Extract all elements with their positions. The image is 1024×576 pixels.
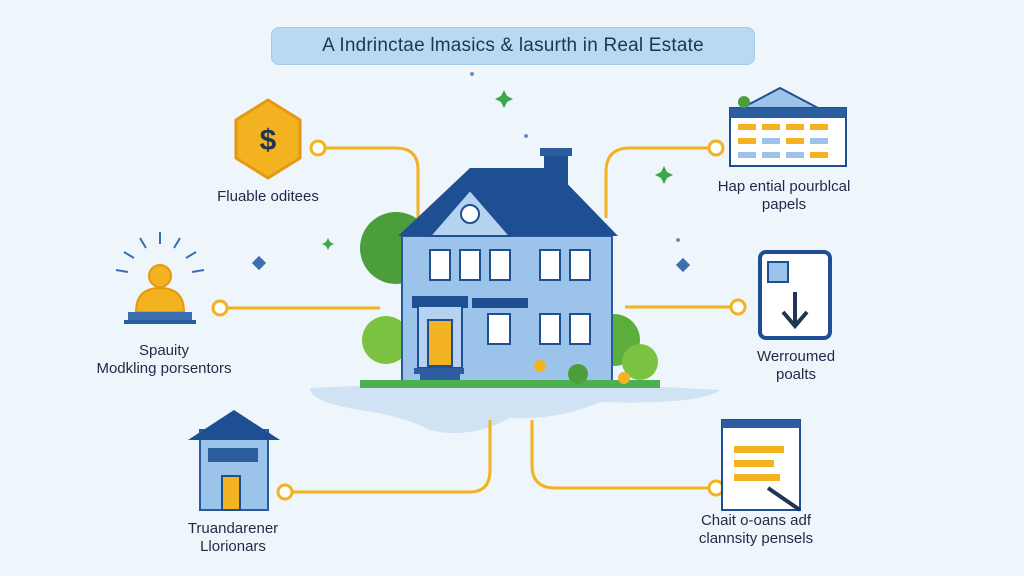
coin-lamp-icon bbox=[115, 232, 205, 324]
svg-text:$: $ bbox=[260, 124, 277, 157]
label-bottom-left: Truandarener Llorionars bbox=[168, 520, 298, 556]
label-line: Truandarener bbox=[187, 520, 279, 537]
label-top-left: Fluable oditees bbox=[196, 188, 340, 206]
ground-shadow bbox=[310, 383, 720, 434]
sparkle-icons bbox=[251, 72, 691, 273]
label-line: Chait o-oans adf bbox=[700, 512, 812, 529]
label-top-right: Hap ential pourblcal papels bbox=[700, 178, 868, 214]
building-calendar-icon bbox=[729, 86, 847, 167]
label-mid-left: Spauity Modkling porsentors bbox=[80, 342, 248, 378]
label-line: Hap ential pourblcal bbox=[717, 178, 851, 195]
label-line: poalts bbox=[775, 366, 817, 383]
document-pen-icon bbox=[721, 419, 802, 512]
label-line: Werroumed bbox=[756, 348, 836, 365]
label-line: papels bbox=[761, 196, 807, 213]
label-line: Spauity bbox=[138, 342, 190, 359]
page-title: A Indrinctae lmasics & lasurth in Real E… bbox=[271, 27, 755, 65]
connector-nodes bbox=[211, 139, 747, 501]
label-bottom-right: Chait o-oans adf clannsity pensels bbox=[674, 512, 838, 548]
label-line: Fluable oditees bbox=[217, 188, 319, 205]
small-house-icon bbox=[188, 410, 280, 511]
label-line: clannsity pensels bbox=[698, 530, 814, 547]
tablet-download-icon bbox=[758, 250, 832, 340]
connector-lines bbox=[220, 146, 738, 494]
central-house-illustration bbox=[360, 148, 660, 388]
dollar-shield-icon: $ bbox=[234, 98, 302, 180]
label-line: Llorionars bbox=[200, 538, 266, 555]
label-line: Modkling porsentors bbox=[96, 360, 232, 377]
label-mid-right: Werroumed poalts bbox=[736, 348, 856, 384]
